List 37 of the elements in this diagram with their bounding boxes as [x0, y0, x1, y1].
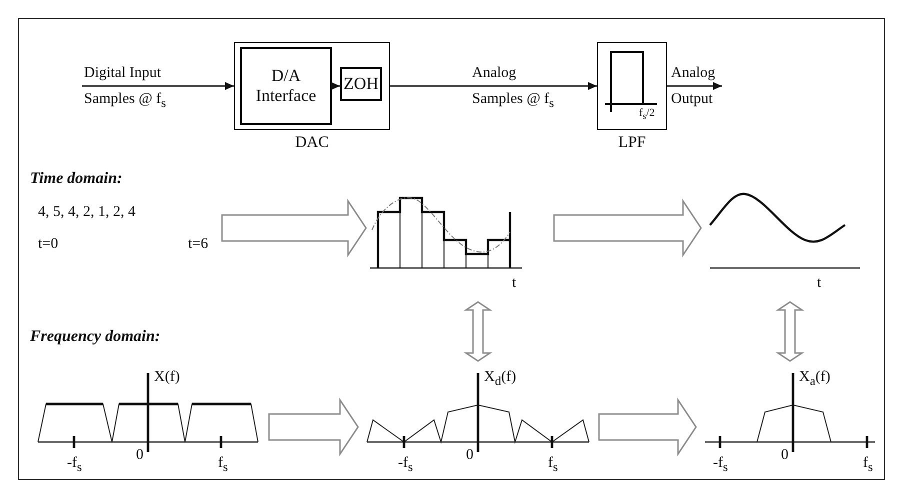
block-label: LPF: [617, 134, 647, 152]
block-arrow: [268, 398, 359, 456]
signal-label: Digital Input Samples @ f$_{s}$: [84, 64, 168, 112]
signal-arrow: [82, 82, 234, 90]
tick-label: 0: [466, 446, 474, 464]
time-label: t=6: [188, 235, 208, 253]
axis-label: t: [817, 274, 822, 292]
axis-label: X$_{d}$(f): [484, 368, 516, 390]
block-arrow: [464, 301, 492, 362]
time-label: t=0: [38, 235, 58, 253]
cutoff-label: f$_{s}$/2: [639, 106, 655, 124]
tick-label: -f$_{s}$: [398, 454, 413, 476]
tick-label: f$_{s}$: [548, 454, 558, 476]
process-box: ZOH: [340, 67, 382, 101]
signal-arrow: [331, 82, 340, 90]
sample-values: 4, 5, 4, 2, 1, 2, 4: [38, 203, 136, 221]
section-heading: Time domain:: [30, 170, 122, 188]
signal-arrow: [667, 82, 722, 90]
tick-label: -f$_{s}$: [67, 454, 82, 476]
tick-label: -f$_{s}$: [713, 454, 728, 476]
block-arrow: [553, 198, 702, 258]
process-box: D/A Interface: [240, 47, 332, 125]
block-arrow: [776, 301, 804, 362]
axis-label: X(f): [154, 368, 180, 386]
tick-label: 0: [136, 446, 144, 464]
axis-label: X$_{a}$(f): [799, 368, 830, 390]
block-arrow: [221, 198, 367, 258]
block-arrow: [598, 398, 697, 456]
axis-label: t: [512, 274, 516, 292]
section-heading: Frequency domain:: [30, 328, 160, 346]
tick-label: f$_{s}$: [218, 454, 228, 476]
signal-arrow: [390, 82, 597, 90]
signal-label: Analog Samples @ f$_{s}$: [472, 64, 556, 112]
signal-label: Analog Output: [671, 64, 716, 109]
tick-label: f$_{s}$: [863, 454, 873, 476]
tick-label: 0: [781, 446, 788, 464]
block-label: DAC: [294, 134, 330, 152]
